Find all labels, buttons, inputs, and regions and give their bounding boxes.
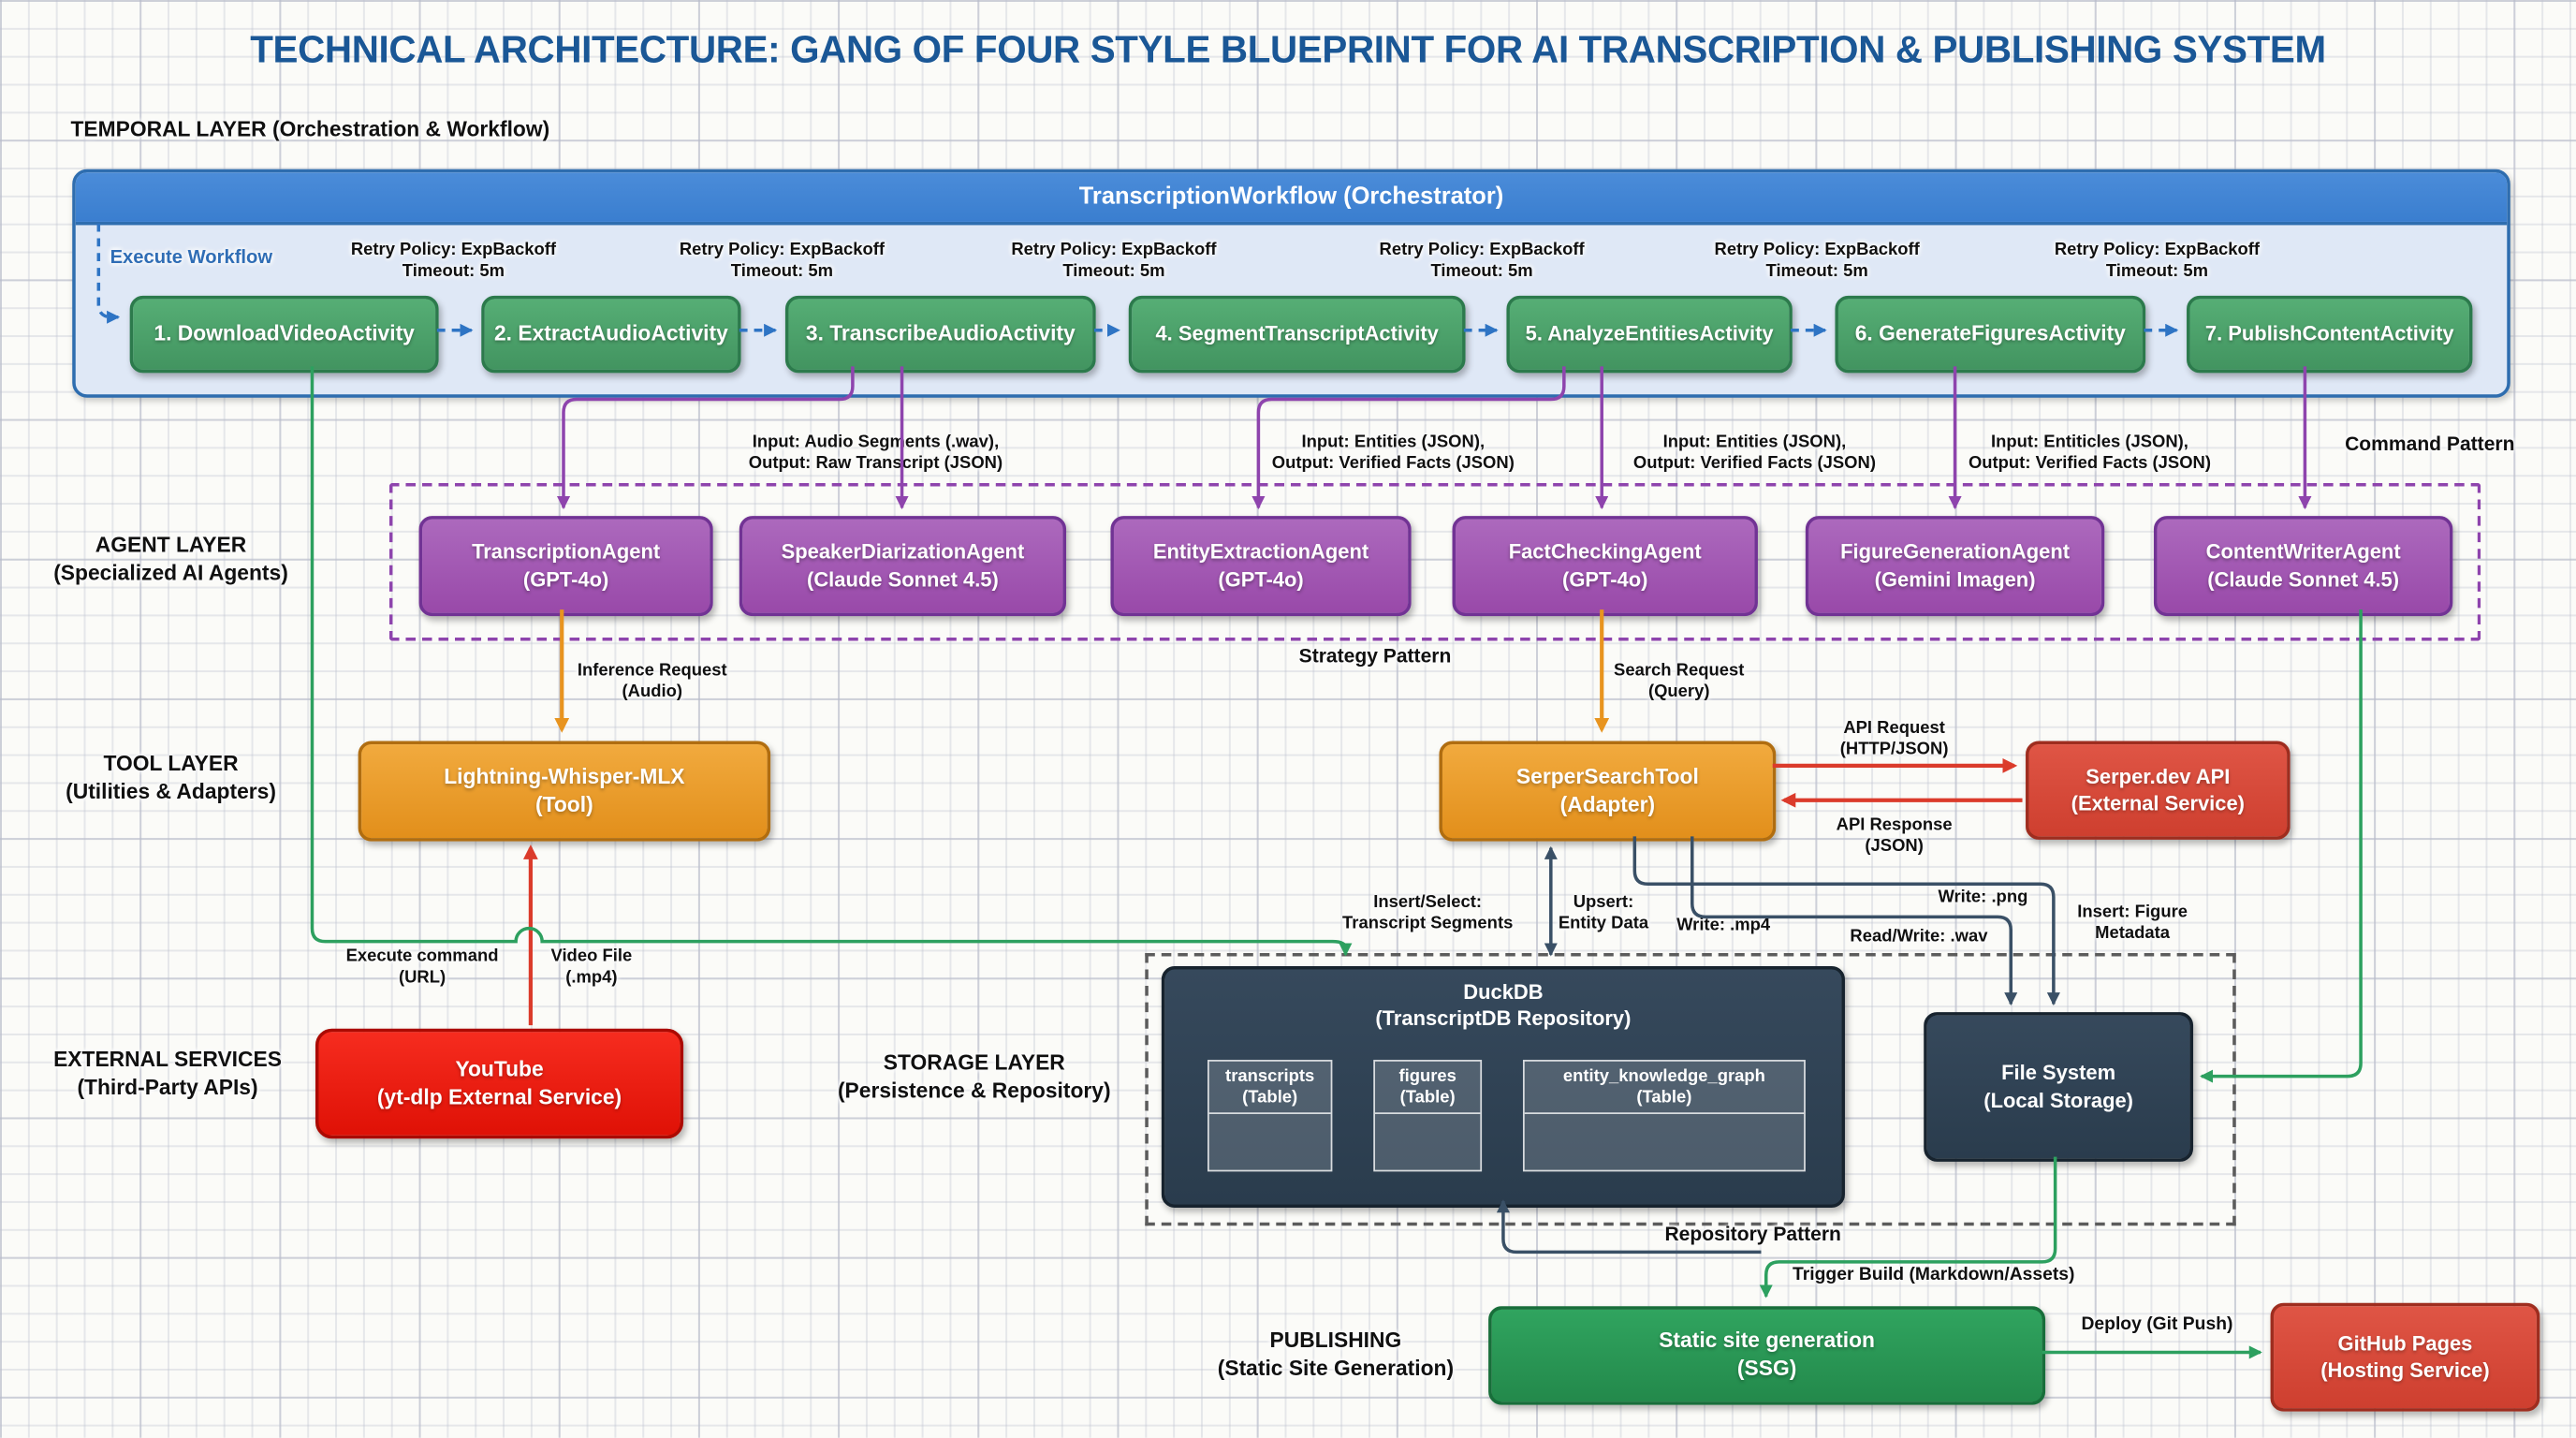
- service-youtube: YouTube(yt-dlp External Service): [315, 1028, 684, 1139]
- workflow-header: TranscriptionWorkflow (Orchestrator): [75, 172, 2508, 226]
- activity-segment-transcript: 4. SegmentTranscriptActivity: [1128, 295, 1466, 374]
- inference-request-label: Inference Request(Audio): [577, 660, 727, 703]
- service-github-pages: GitHub Pages(Hosting Service): [2270, 1302, 2540, 1412]
- activity-publish-content: 7. PublishContentActivity: [2187, 295, 2473, 374]
- agent-figure-generation: FigureGenerationAgent(Gemini Imagen): [1805, 516, 2105, 617]
- api-response-label: API Response(JSON): [1836, 814, 1953, 857]
- agent-fact-checking: FactCheckingAgent(GPT-4o): [1452, 516, 1758, 617]
- filesystem-box: File System(Local Storage): [1924, 1012, 2194, 1162]
- write-mp4-label: Write: .mp4: [1676, 915, 1771, 935]
- activity-extract-audio: 2. ExtractAudioActivity: [481, 295, 741, 374]
- tool-layer-label: TOOL LAYER(Utilities & Adapters): [66, 751, 276, 803]
- tool-whisper: Lightning-Whisper-MLX(Tool): [358, 741, 771, 842]
- storage-layer-label: STORAGE LAYER(Persistence & Repository): [837, 1049, 1111, 1102]
- activity-analyze-entities: 5. AnalyzeEntitiesActivity: [1506, 295, 1793, 374]
- io-label-entities-3: Input: Entiticles (JSON),Output: Verifie…: [1968, 432, 2212, 475]
- tool-serper-search: SerperSearchTool(Adapter): [1439, 741, 1777, 842]
- duckdb-table-entity-knowledge-graph: entity_knowledge_graph(Table): [1522, 1060, 1806, 1172]
- duckdb-table-figures: figures(Table): [1373, 1060, 1483, 1172]
- page-title: TECHNICAL ARCHITECTURE: GANG OF FOUR STY…: [250, 27, 2326, 71]
- repository-pattern-label: Repository Pattern: [1664, 1222, 1841, 1246]
- publishing-label: PUBLISHING(Static Site Generation): [1217, 1328, 1455, 1380]
- execute-workflow-label: Execute Workflow: [110, 248, 273, 269]
- duckdb-table-transcripts: transcripts(Table): [1208, 1060, 1333, 1172]
- io-label-entities-2: Input: Entities (JSON),Output: Verified …: [1632, 432, 1876, 475]
- temporal-layer-label: TEMPORAL LAYER (Orchestration & Workflow…: [70, 116, 550, 141]
- insert-select-label: Insert/Select:Transcript Segments: [1342, 892, 1514, 934]
- agent-entity-extraction: EntityExtractionAgent(GPT-4o): [1110, 516, 1412, 617]
- api-request-label: API Request(HTTP/JSON): [1839, 717, 1949, 760]
- deploy-label: Deploy (Git Push): [2081, 1314, 2233, 1335]
- agent-content-writer: ContentWriterAgent(Claude Sonnet 4.5): [2153, 516, 2453, 617]
- upsert-label: Upsert:Entity Data: [1558, 892, 1649, 934]
- service-serper-api: Serper.dev API(External Service): [2026, 741, 2291, 840]
- search-request-label: Search Request(Query): [1614, 660, 1745, 703]
- activity-download-video: 1. DownloadVideoActivity: [129, 295, 439, 374]
- video-file-label: Video File(.mp4): [550, 946, 633, 989]
- ssg-box: Static site generation(SSG): [1488, 1306, 2046, 1405]
- io-label-transcription: Input: Audio Segments (.wav),Output: Raw…: [748, 432, 1003, 475]
- io-label-entities-1: Input: Entities (JSON),Output: Verified …: [1271, 432, 1515, 475]
- activity-generate-figures: 6. GenerateFiguresActivity: [1835, 295, 2146, 374]
- trigger-build-label: Trigger Build (Markdown/Assets): [1793, 1265, 2075, 1285]
- strategy-pattern-label: Strategy Pattern: [1298, 644, 1452, 668]
- agent-layer-label: AGENT LAYER(Specialized AI Agents): [53, 532, 288, 584]
- command-pattern-label: Command Pattern: [2345, 432, 2515, 456]
- external-services-label: EXTERNAL SERVICES(Third-Party APIs): [53, 1047, 282, 1099]
- agent-speaker-diarization: SpeakerDiarizationAgent(Claude Sonnet 4.…: [739, 516, 1067, 617]
- duckdb-box: DuckDB(TranscriptDB Repository): [1161, 966, 1845, 1208]
- agent-transcription: TranscriptionAgent(GPT-4o): [418, 516, 713, 617]
- rw-wav-label: Read/Write: .wav: [1850, 926, 1988, 946]
- activity-transcribe-audio: 3. TranscribeAudioActivity: [784, 295, 1096, 374]
